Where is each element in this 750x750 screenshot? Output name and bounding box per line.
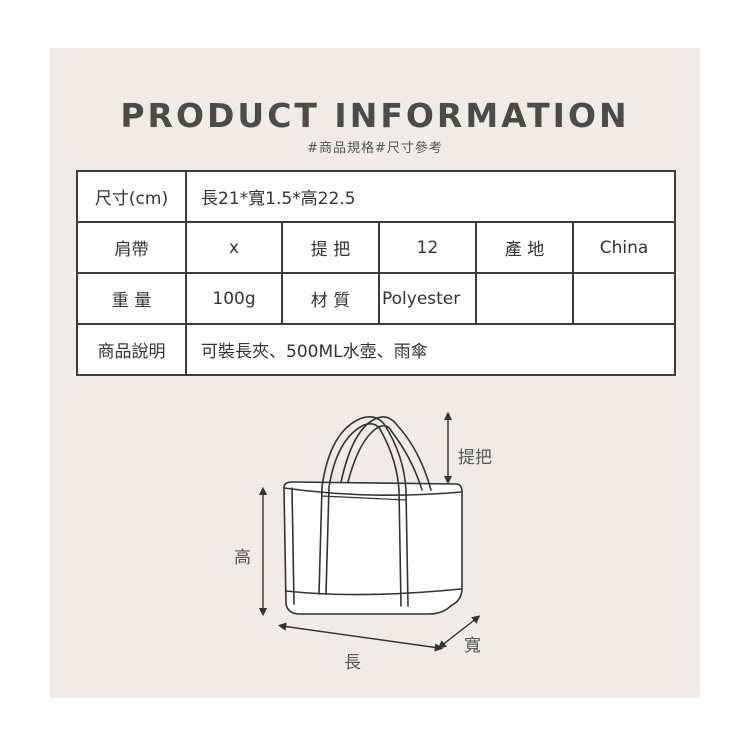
weight-value: 100g [185,272,283,325]
table-row-size: 尺寸(cm) 長21*寬1.5*高22.5 [76,170,677,223]
origin-label: 產 地 [475,221,574,274]
size-value: 長21*寬1.5*高22.5 [184,170,677,223]
strap-label: 肩帶 [76,221,187,274]
length-dimension-label: 長 [344,653,361,673]
strap-value: x [185,221,283,274]
description-value: 可裝長夾、500ML水壺、雨傘 [184,323,677,376]
page-subtitle: #商品規格#尺寸參考 [307,141,443,156]
origin-value: China [571,221,677,274]
handle-value: 12 [378,221,477,274]
table-row-strap: 肩帶 x 提 把 12 產 地 China [76,221,677,274]
empty-cell [475,272,574,325]
table-row-description: 商品說明 可裝長夾、500ML水壺、雨傘 [76,323,677,376]
material-label: 材 質 [281,272,380,325]
width-dimension-label: 寬 [464,636,481,656]
height-dimension-label: 高 [234,548,251,568]
handle-label: 提 把 [281,221,380,274]
table-row-weight: 重 量 100g 材 質 Polyester [76,272,677,325]
page-title: PRODUCT INFORMATION [120,96,630,135]
description-label: 商品說明 [76,323,187,376]
spec-table: 尺寸(cm) 長21*寬1.5*高22.5 肩帶 x 提 把 12 產 地 Ch… [76,170,677,376]
material-value: Polyester [378,272,477,325]
empty-cell [571,272,677,325]
weight-label: 重 量 [76,272,187,325]
size-label: 尺寸(cm) [76,170,187,223]
handle-dimension-label: 提把 [458,448,492,468]
